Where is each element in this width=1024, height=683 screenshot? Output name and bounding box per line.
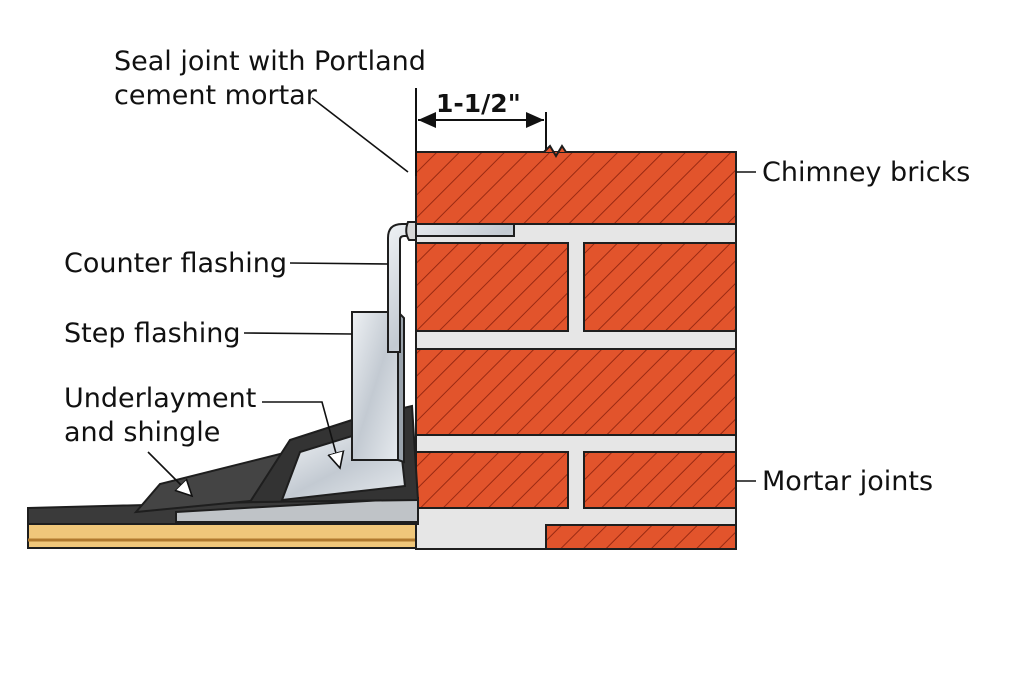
- label-underlayment-line1: Underlayment: [64, 383, 256, 414]
- dimension-text: 1-1/2": [436, 89, 521, 118]
- leader-step-flashing: [243, 332, 353, 335]
- leader-underlayment: [262, 401, 340, 468]
- brick: [415, 242, 569, 332]
- brick: [583, 242, 737, 332]
- label-underlayment-line2: and shingle: [64, 417, 220, 448]
- brick: [583, 451, 737, 509]
- mortar-seal-bead: [405, 221, 417, 241]
- leader-seal-joint: [311, 97, 409, 173]
- leader-lines: [147, 97, 756, 496]
- step-flashing: [280, 309, 407, 502]
- label-mortar-joints: Mortar joints: [762, 466, 933, 497]
- label-step-flashing: Step flashing: [64, 318, 241, 349]
- label-seal-joint-line1: Seal joint with Portland: [114, 46, 426, 77]
- label-seal-joint-line2: cement mortar: [114, 80, 318, 111]
- leader-shingle: [147, 451, 192, 496]
- brick: [545, 524, 737, 550]
- dimension-marker: 1-1/2": [415, 88, 567, 176]
- brick: [415, 151, 737, 225]
- brick: [415, 451, 569, 509]
- brick: [415, 348, 737, 436]
- callout-labels: Seal joint with Portland cement mortar C…: [64, 46, 970, 497]
- label-chimney-bricks: Chimney bricks: [762, 157, 970, 188]
- counter-flashing: [387, 223, 515, 353]
- chimney-brick-wall: [415, 151, 737, 550]
- label-counter-flashing: Counter flashing: [64, 248, 287, 279]
- leader-counter-flashing: [289, 262, 389, 265]
